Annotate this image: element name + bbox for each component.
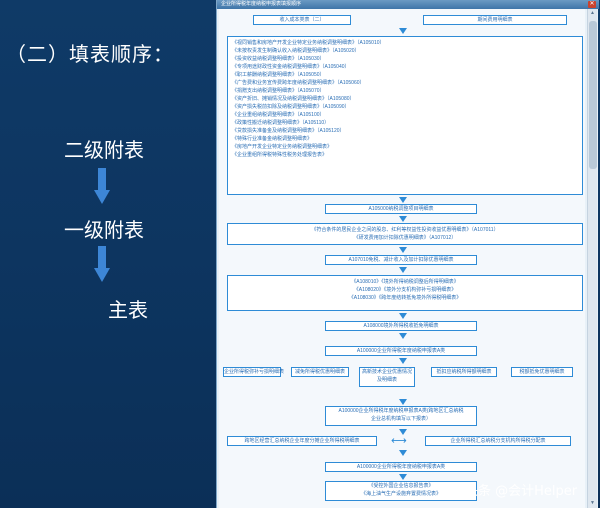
connector-arrow [399,474,407,480]
list-item: 《广告费和业务宣传费跨年度纳税调整明细表》（A105060） [232,80,365,86]
overseas-list-box[interactable]: 《A108010》《境外所得纳税调整后所得明细表》 《A108020》《境外分支… [227,275,583,311]
list-item: 《视同销售和房地产开发企业特定业务纳税调整明细表》（A105010） [232,40,385,46]
list-item: 《A108030》《跨年度结转抵免境外所得税明细表》 [348,295,462,301]
close-icon[interactable]: ✕ [588,1,596,8]
a107010-box[interactable]: A107010免税、减计收入及加计扣除优惠明细表 [325,255,477,265]
top-left-label: 收入成本类表（二） [279,17,325,23]
connector-arrow [399,197,407,203]
row-box-label: 企业所得税弥补亏损明细表 [224,369,285,375]
row-box-label: 高新技术企业优惠情况及明细表 [361,369,412,383]
list-item: 《研发费用加计扣除优惠明细表》（A107012） [353,235,457,241]
list-item: 《资产损失税前扣除及纳税调整明细表》（A105090） [232,104,350,110]
list-item: 《资产折旧、摊销情况及纳税调整明细表》（A105080） [232,96,355,102]
slide-heading: （二）填表顺序： [6,42,174,66]
final-main-box[interactable]: A100000企业所得税年度纳税申报表A类 [325,462,477,472]
row-box[interactable]: 企业所得税弥补亏损明细表 [223,367,285,377]
list-item: 《企业重组所得税特殊性税务处理报告表》 [232,152,328,158]
toutiao-logo-icon [452,486,462,496]
vertical-scrollbar[interactable]: ▲ ▼ [587,9,597,508]
main-summary-line: A100000企业所得税年度纳税申报表A类(跨地区汇总纳税 [338,408,464,414]
a108000-box[interactable]: A108000境外所得税收抵免明细表 [325,321,477,331]
connector-arrow [399,429,407,435]
list-item: 《政策性搬迁纳税调整明细表》（A105110） [232,120,330,126]
list-item: 《特殊行业准备金纳税调整明细表》 [232,136,313,142]
main-sub-box[interactable]: A100000企业所得税年度纳税申报表A类 [325,346,477,356]
double-arrow-icon: ⟷ [391,435,407,447]
a107010-label: A107010免税、减计收入及加计扣除优惠明细表 [348,257,454,263]
scroll-thumb[interactable] [589,21,597,169]
down-arrow-icon [94,246,110,282]
flowchart-canvas: 收入成本类表（二） 期间费用明细表 《视同销售和房地产开发企业特定业务纳税调整明… [219,9,585,508]
connector-arrow [399,247,407,253]
list-item: 《企业重组纳税调整明细表》（A105100） [232,112,325,118]
list-item: 《贷款损失准备金及纳税调整明细表》（A105120） [232,128,345,134]
window-titlebar: 企业所得税年度纳税申报表填报顺序 ✕ [217,0,599,9]
scroll-down-icon[interactable]: ▼ [590,500,595,506]
bottom-line: 《海上油气生产设施弃置费情况表》 [360,491,441,497]
list-item: 《专项用途财政性资金纳税调整明细表》（A105040） [232,64,350,70]
dist-right-box[interactable]: 企业所得税汇总纳税分支机构所得税分配表 [425,436,571,446]
list-item: 《A108020》《境外分支机构弥补亏损明细表》 [353,287,457,293]
row-box-label: 抵扣应纳税所得额明细表 [436,369,492,375]
dist-left-label: 跨地区经营汇总纳税企业年度分摊企业所得税明细表 [244,438,360,444]
level-label-primary: 一级附表 [64,218,144,242]
main-summary-box[interactable]: A100000企业所得税年度纳税申报表A类(跨地区汇总纳税 企业总机构填写以下报… [325,406,477,426]
top-right-label: 期间费用明细表 [477,17,513,23]
window-title: 企业所得税年度纳税申报表填报顺序 [221,1,302,7]
final-main-label: A100000企业所得税年度纳税申报表A类 [356,464,446,470]
row-box[interactable]: 税额抵免优惠明细表 [511,367,573,377]
row-box[interactable]: 抵扣应纳税所得额明细表 [431,367,497,377]
list-item: 《职工薪酬纳税调整明细表》（A105050） [232,72,325,78]
dist-right-label: 企业所得税汇总纳税分支机构所得税分配表 [450,438,546,444]
bottom-line: 《受控外国企业信息报告表》 [368,483,434,489]
a105000-label: A105000纳税调整项目明细表 [368,206,434,212]
connector-arrow [399,358,407,364]
dist-left-box[interactable]: 跨地区经营汇总纳税企业年度分摊企业所得税明细表 [227,436,377,446]
scroll-up-icon[interactable]: ▲ [590,10,595,16]
main-summary-line: 企业总机构填写以下报表） [370,416,431,422]
a105000-box[interactable]: A105000纳税调整项目明细表 [325,204,477,214]
connector-arrow [399,267,407,273]
a108000-label: A108000境外所得税收抵免明细表 [363,323,439,329]
top-left-box[interactable]: 收入成本类表（二） [253,15,351,25]
bottom-box[interactable]: 《受控外国企业信息报告表》 《海上油气生产设施弃置费情况表》 [325,481,477,501]
connector-arrow [399,399,407,405]
level2-list-box[interactable]: 《视同销售和房地产开发企业特定业务纳税调整明细表》（A105010） 《未按权责… [227,36,583,195]
list-item: 《投资收益纳税调整明细表》（A105030） [232,56,325,62]
app-window: 企业所得税年度纳税申报表填报顺序 ✕ 收入成本类表（二） 期间费用明细表 《视同… [216,0,599,508]
top-right-box[interactable]: 期间费用明细表 [423,15,567,25]
connector-arrow [399,333,407,339]
row-box[interactable]: 高新技术企业优惠情况及明细表 [359,367,415,387]
level-label-main: 主表 [108,298,148,322]
watermark: 头条 @会计Helper [452,480,577,499]
list-item: 《房地产开发企业特定业务纳税调整明细表》 [232,144,333,150]
row-box-label: 税额抵免优惠明细表 [519,369,565,375]
row-box[interactable]: 减免所得税优惠明细表 [291,367,349,377]
row-box-label: 减免所得税优惠明细表 [294,369,345,375]
connector-arrow [399,28,407,34]
list-item: 《捐赠支出纳税调整明细表》（A105070） [232,88,325,94]
level-label-secondary: 二级附表 [64,138,144,162]
connector-arrow [399,450,407,456]
main-sub-label: A100000企业所得税年度纳税申报表A类 [356,348,446,354]
list-item: 《未按权责发生制确认收入纳税调整明细表》（A105020） [232,48,360,54]
list-item: 《符合条件的居民企业之间的股息、红利等权益性投资收益优惠明细表》（A107011… [311,227,499,233]
connector-arrow [399,216,407,222]
list-item: 《A108010》《境外所得纳税调整后所得明细表》 [351,279,459,285]
watermark-text: 头条 @会计Helper [465,484,578,499]
deduction-list-box[interactable]: 《符合条件的居民企业之间的股息、红利等权益性投资收益优惠明细表》（A107011… [227,223,583,245]
down-arrow-icon [94,168,110,204]
connector-arrow [399,313,407,319]
